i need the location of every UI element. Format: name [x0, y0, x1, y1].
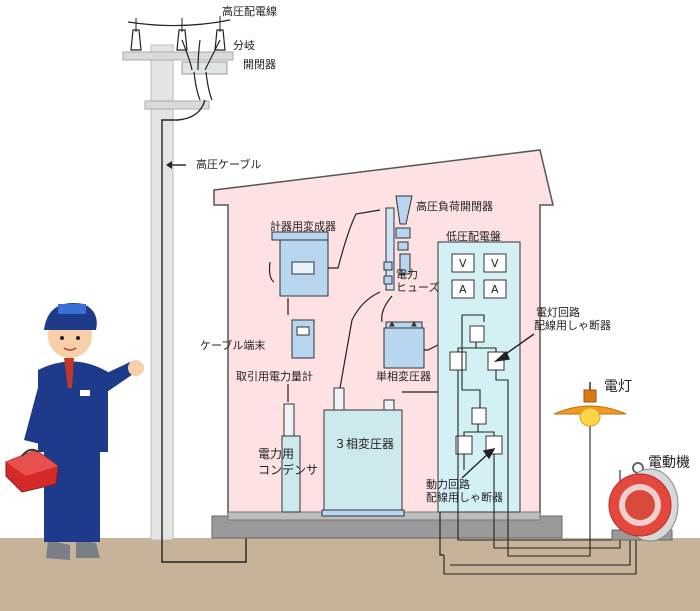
power-fuse	[383, 261, 393, 285]
label-power-breaker-2: 配線用しゃ断器	[426, 490, 503, 504]
label-power-fuse-1: 電力	[396, 268, 418, 281]
label-hv-load-switch: 高圧負荷開閉器	[416, 199, 493, 213]
utility-pole	[122, 44, 234, 541]
label-high-voltage-line: 高圧配電線	[222, 4, 277, 18]
label-high-voltage-cable: 高圧ケーブル	[196, 157, 261, 171]
label-switch: 開閉器	[243, 58, 276, 71]
transaction-meter	[291, 319, 315, 359]
insulator-icon	[130, 29, 226, 51]
lamp-icon	[553, 382, 627, 427]
meter-v1: V	[459, 257, 467, 270]
label-lighting-breaker-2: 配線用しゃ断器	[534, 318, 611, 332]
label-capacitor-1: 電力用	[258, 447, 294, 461]
label-power-fuse-2: ヒューズ	[396, 280, 439, 294]
meter-a1: A	[459, 283, 467, 296]
label-branch: 分岐	[233, 39, 255, 52]
meter-v2: V	[491, 257, 499, 270]
label-three-phase-transformer: ３相変圧器	[334, 436, 394, 451]
toolbox-icon	[5, 448, 59, 493]
label-single-phase-transformer: 単相変圧器	[376, 369, 431, 383]
single-phase-transformer	[383, 320, 425, 369]
three-phase-transformer	[321, 387, 405, 517]
label-instrument-transformer: 計器用変成器	[270, 219, 336, 233]
hv-distribution-line	[127, 19, 231, 27]
label-power-breaker-1: 動力回路	[426, 477, 470, 491]
label-lighting-breaker-1: 電灯回路	[536, 306, 580, 319]
hv-load-switch	[385, 195, 413, 291]
label-lv-panel: 低圧配電盤	[446, 230, 501, 243]
label-transaction-meter: 取引用電力量計	[236, 369, 313, 383]
label-lamp: 電灯	[604, 379, 632, 395]
lv-panel	[437, 241, 521, 513]
label-cable-terminal: ケーブル端末	[200, 338, 265, 352]
instrument-transformer	[271, 231, 329, 297]
label-capacitor-2: コンデンサ	[258, 462, 318, 477]
motor-icon	[608, 462, 679, 542]
meter-a2: A	[491, 283, 499, 296]
power-capacitor	[281, 403, 301, 513]
worker-icon	[24, 303, 144, 560]
label-motor: 電動機	[648, 455, 690, 471]
